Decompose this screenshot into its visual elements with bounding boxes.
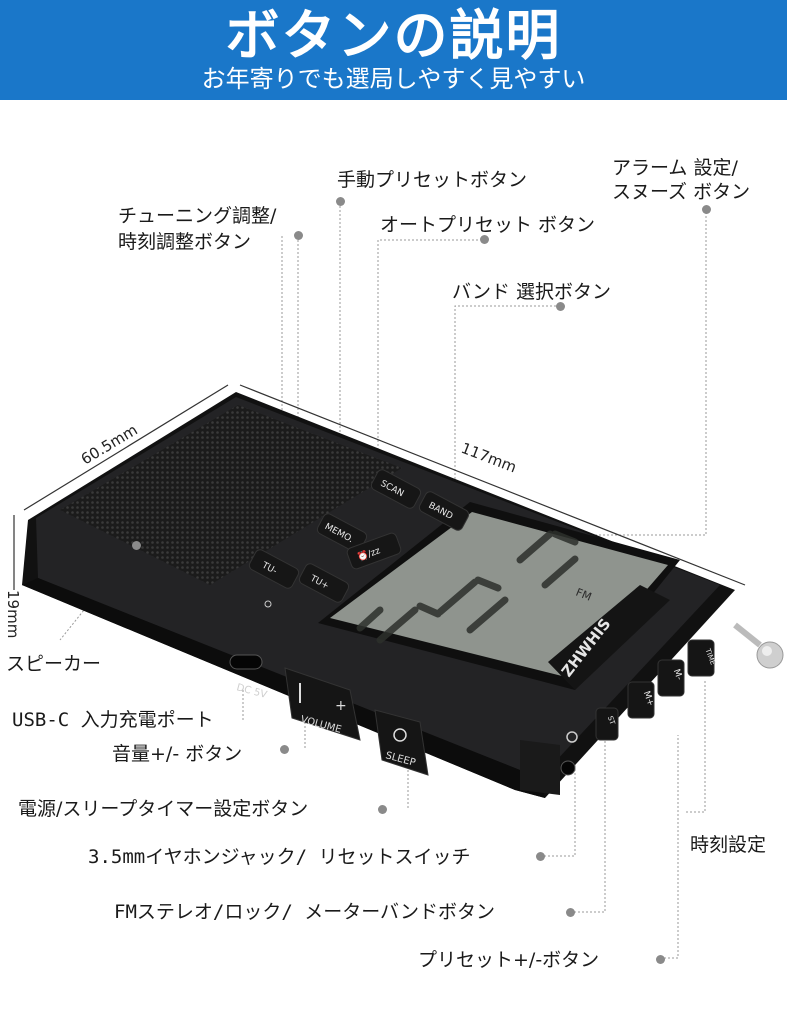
length-dimension: 117mm: [459, 439, 519, 477]
callout-dot: [294, 231, 303, 240]
callout-dot: [656, 955, 665, 964]
callout-dot: [480, 235, 489, 244]
callout-dot: [556, 302, 565, 311]
lcd-fm-label: FM: [574, 586, 594, 604]
callout-dot: [336, 197, 345, 206]
callout-dot: [378, 805, 387, 814]
callout-alarm-line2: スヌーズ ボタン: [612, 181, 751, 203]
callout-manual-preset: 手動プリセットボタン: [337, 169, 528, 191]
usb-c-port: [229, 654, 263, 670]
callout-dot: [536, 852, 545, 861]
m-plus-label: M+: [641, 690, 656, 708]
lcd-digits: [356, 530, 579, 644]
radio-illustration: FM ZHWHIS SCAN MEMO. BAND ⏰/zz TU- TU+ D…: [4, 202, 784, 959]
callout-band-select: バンド 選択ボタン: [452, 281, 611, 303]
dimension-lines: [13, 384, 746, 590]
height-dimension: 19mm: [4, 590, 22, 638]
antenna-icon: [733, 622, 784, 669]
callout-usb-c: USB-C 入力充電ポート: [12, 709, 214, 731]
callout-preset-pm: プリセット+/-ボタン: [418, 949, 600, 971]
callout-dot: [702, 205, 711, 214]
page-title: ボタンの説明: [225, 4, 562, 67]
page-subtitle: お年寄りでも選局しやすく見やすい: [201, 65, 586, 93]
power-icon: [393, 728, 407, 742]
svg-text:+: +: [335, 698, 347, 714]
callout-dot: [566, 908, 575, 917]
callout-tuning-line2: 時刻調整ボタン: [118, 231, 252, 253]
callout-dot: [280, 745, 289, 754]
callout-fm-stereo: FMステレオ/ロック/ メーターバンドボタン: [114, 901, 495, 923]
st-label: ST: [606, 715, 617, 727]
m-minus-label: M-: [671, 668, 684, 682]
callout-volume: 音量+/- ボタン: [112, 743, 243, 765]
top-buttons: SCAN MEMO. BAND ⏰/zz TU- TU+: [248, 469, 470, 608]
callout-alarm-line1: アラーム 設定/: [612, 157, 738, 179]
callout-speaker: スピーカー: [6, 653, 102, 675]
headphone-jack-icon: [566, 731, 578, 743]
callout-dot: [132, 541, 141, 550]
speaker-grille: [60, 405, 402, 585]
callout-time-setting: 時刻設定: [690, 834, 767, 856]
callout-auto-preset: オートプリセット ボタン: [380, 214, 596, 236]
callout-power-sleep: 電源/スリープタイマー設定ボタン: [18, 798, 309, 820]
callout-tuning-line1: チューニング調整/: [118, 205, 277, 227]
callout-jack-reset: 3.5mmイヤホンジャック/ リセットスイッチ: [88, 846, 471, 868]
header-banner: ボタンの説明 お年寄りでも選局しやすく見やすい: [0, 0, 787, 100]
